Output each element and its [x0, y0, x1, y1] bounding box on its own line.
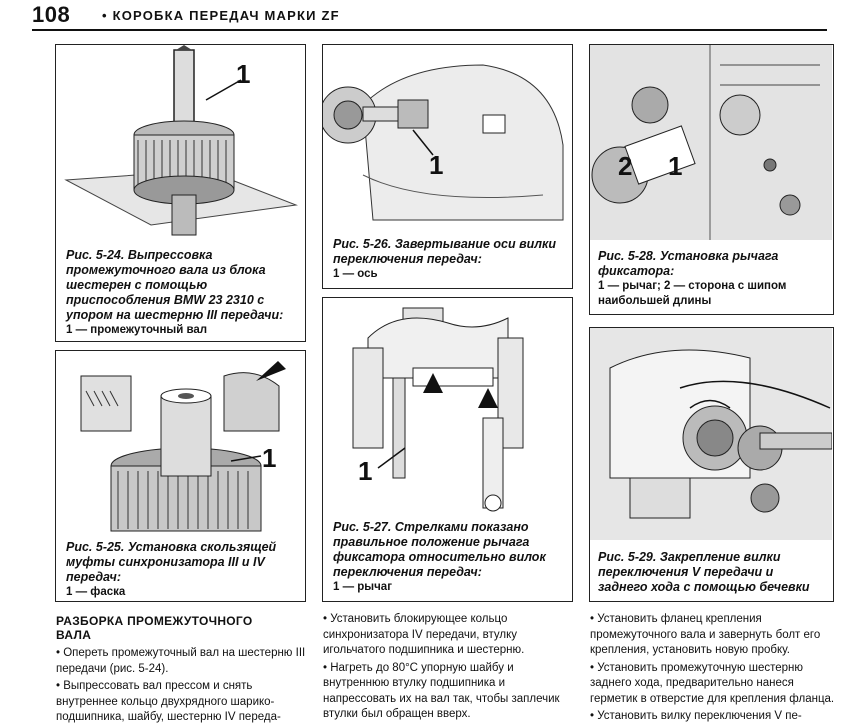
- figure-5-25: 1 Рис. 5-25. Установка скользящей муфты …: [55, 350, 306, 602]
- figure-5-29-caption: Рис. 5-29. Закрепление вилки переключени…: [598, 550, 826, 595]
- figure-5-29: Рис. 5-29. Закрепление вилки переключени…: [589, 327, 834, 602]
- col1-paragraph: Опереть промежуточный вал на шестерню II…: [56, 646, 306, 677]
- figure-5-28-caption: Рис. 5-28. Установка рычага фиксатора: 1…: [598, 249, 826, 309]
- figure-5-25-legend: 1 — фаска: [66, 586, 126, 598]
- col1-paragraph: Выпрессовать вал прессом и снять внутрен…: [56, 679, 306, 726]
- figure-5-26: 1 Рис. 5-26. Завертывание оси вилки пере…: [322, 44, 573, 289]
- col3-paragraph: Установить вилку переключения V пе-: [590, 709, 835, 725]
- figure-5-27-callout: 1: [358, 456, 373, 486]
- figure-5-27-caption: Рис. 5-27. Стрелками показано правильное…: [333, 520, 565, 595]
- figure-5-28-legend: 1 — рычаг; 2 — сторона с шипом наибольше…: [598, 280, 787, 307]
- figure-5-29-illustration: [590, 328, 832, 540]
- figure-5-28: 2 1 Рис. 5-28. Установка рычага фиксатор…: [589, 44, 834, 315]
- page-header: 108 • КОРОБКА ПЕРЕДАЧ МАРКИ ZF: [32, 2, 832, 31]
- figure-5-26-caption-text: Рис. 5-26. Завертывание оси вилки перекл…: [333, 237, 557, 266]
- figure-5-27: 1 Рис. 5-27. Стрелками показано правильн…: [322, 297, 573, 602]
- text-column-1: Опереть промежуточный вал на шестерню II…: [56, 646, 306, 728]
- figure-5-24-callout: 1: [236, 59, 251, 89]
- figure-5-25-caption-text: Рис. 5-25. Установка скользящей муфты си…: [66, 540, 277, 584]
- col2-paragraph: Нагреть до 80°С упорную шайбу и внутренн…: [323, 661, 573, 723]
- header-rule: [32, 29, 827, 31]
- col3-paragraph: Установить промежуточную шестерню заднег…: [590, 661, 835, 708]
- figure-5-28-illustration: [590, 45, 832, 240]
- text-column-2: Установить блокирующее кольцо синхрониза…: [323, 612, 573, 725]
- figure-5-28-callout-1: 1: [668, 151, 683, 181]
- figure-5-25-caption: Рис. 5-25. Установка скользящей муфты си…: [66, 540, 298, 600]
- figure-5-28-caption-text: Рис. 5-28. Установка рычага фиксатора:: [598, 249, 779, 278]
- text-column-3: Установить фланец крепления промежуточно…: [590, 612, 835, 727]
- figure-5-26-illustration: [323, 64, 564, 221]
- figure-5-24: 1 Рис. 5-24. Выпрессовка промежуточного …: [55, 44, 306, 342]
- page-title: • КОРОБКА ПЕРЕДАЧ МАРКИ ZF: [102, 8, 340, 23]
- col2-paragraph: Установить блокирующее кольцо синхрониза…: [323, 612, 573, 659]
- section-title: РАЗБОРКА ПРОМЕЖУТОЧНОГО ВАЛА: [56, 614, 253, 642]
- figure-5-26-callout: 1: [429, 150, 444, 180]
- page-number: 108: [32, 2, 71, 27]
- figure-5-27-caption-text: Рис. 5-27. Стрелками показано правильное…: [333, 520, 546, 579]
- figure-5-24-caption-text: Рис. 5-24. Выпрессовка промежуточного ва…: [66, 248, 284, 322]
- col3-paragraph: Установить фланец крепления промежуточно…: [590, 612, 835, 659]
- figure-5-26-legend: 1 — ось: [333, 268, 378, 280]
- figure-5-24-legend: 1 — промежуточный вал: [66, 324, 208, 336]
- figure-5-27-illustration: [352, 307, 524, 512]
- figure-5-24-caption: Рис. 5-24. Выпрессовка промежуточного ва…: [66, 248, 298, 338]
- figure-5-29-caption-text: Рис. 5-29. Закрепление вилки переключени…: [598, 550, 810, 594]
- figure-5-25-callout: 1: [262, 443, 277, 473]
- figure-5-25-illustration: [80, 361, 286, 532]
- figure-5-26-caption: Рис. 5-26. Завертывание оси вилки перекл…: [333, 237, 565, 282]
- figure-5-27-legend: 1 — рычаг: [333, 581, 392, 593]
- figure-5-24-illustration: [64, 45, 298, 236]
- figure-5-28-callout-2: 2: [618, 151, 633, 181]
